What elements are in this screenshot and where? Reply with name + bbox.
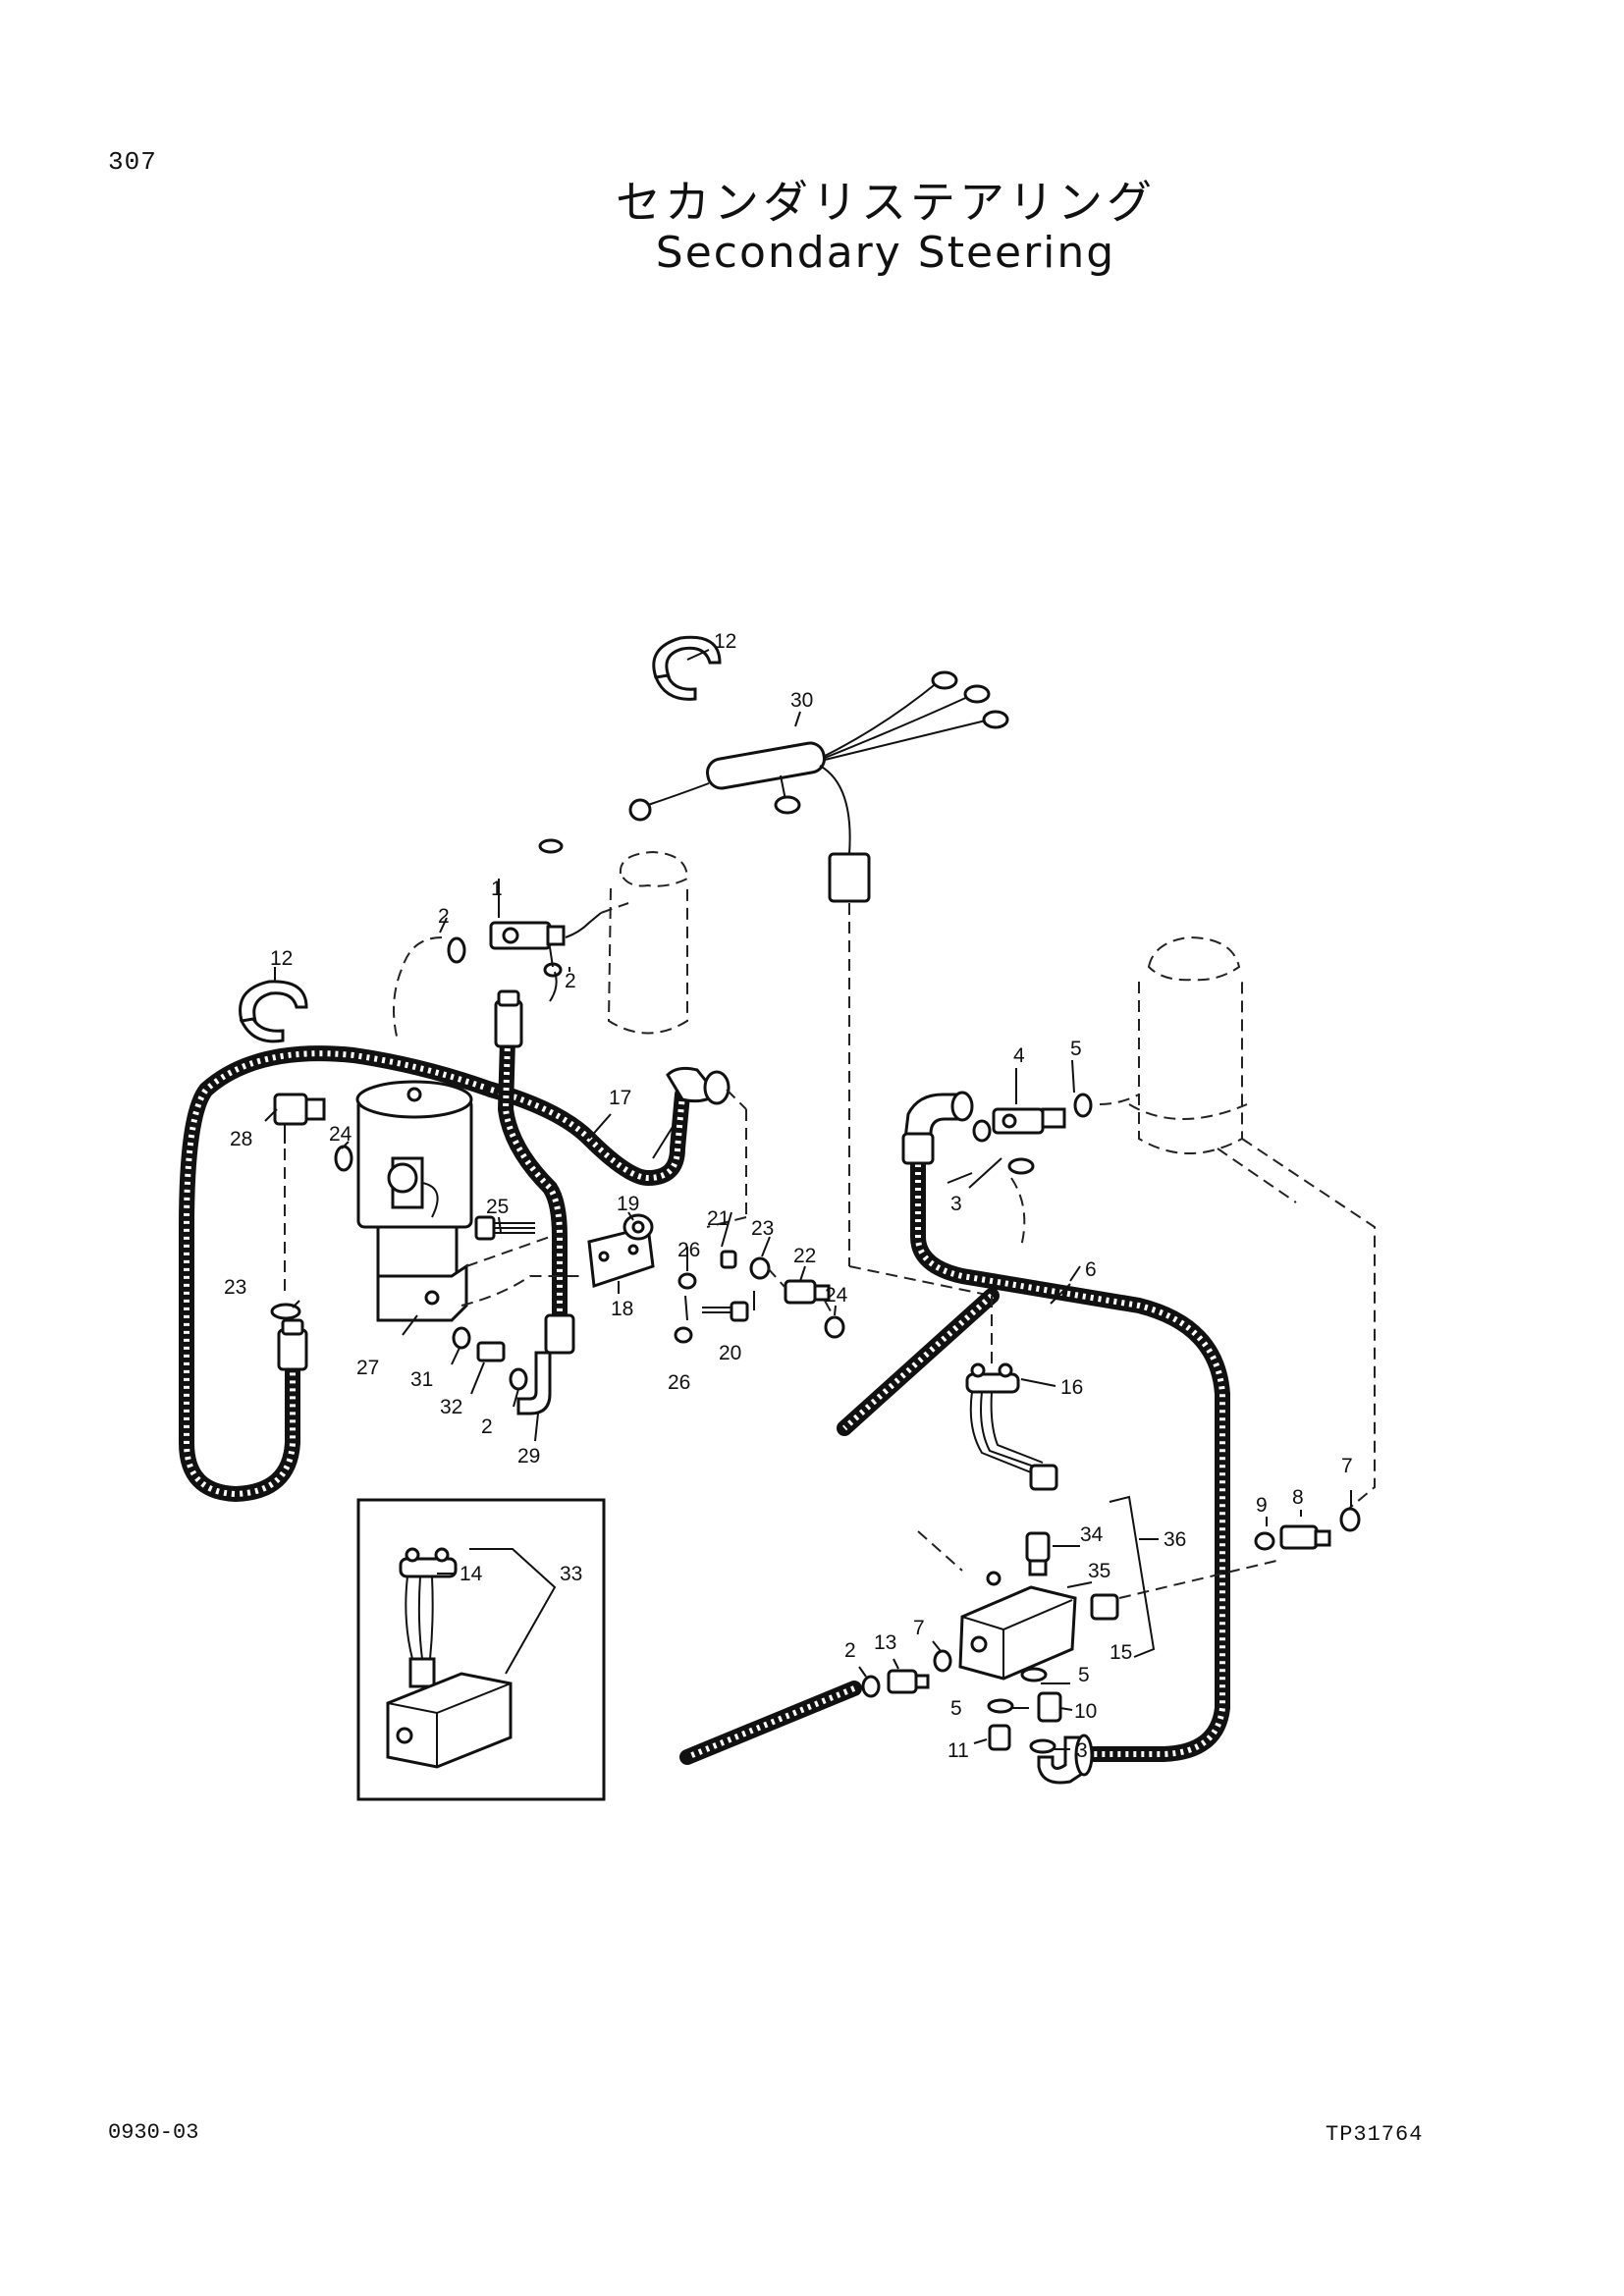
inset-box <box>356 1498 606 1801</box>
inset-solenoid-assembly <box>386 1547 513 1769</box>
callout-13: 13 <box>874 1631 896 1654</box>
callout-5: 5 <box>1078 1664 1090 1686</box>
fitting-part-32 <box>476 1341 506 1362</box>
callout-2: 2 <box>565 970 576 992</box>
callout-27: 27 <box>356 1357 379 1379</box>
figure-reference-code: TP31764 <box>1326 2122 1424 2147</box>
callout-23: 23 <box>751 1217 774 1240</box>
callout-3: 3 <box>950 1193 962 1215</box>
callout-8: 8 <box>1292 1486 1304 1509</box>
callout-1: 1 <box>491 878 503 900</box>
callout-9: 9 <box>1256 1494 1268 1517</box>
callout-labels: 12 30 1 2 2 12 17 28 24 25 19 21 23 22 2… <box>224 630 1353 1762</box>
callout-26: 26 <box>677 1239 700 1261</box>
callout-4: 4 <box>1013 1044 1025 1067</box>
callout-25: 25 <box>486 1196 509 1218</box>
callout-12: 12 <box>270 947 293 970</box>
bolt-part-25 <box>474 1215 535 1241</box>
callout-3: 3 <box>1076 1739 1088 1762</box>
fitting-part-13 <box>887 1669 930 1694</box>
callout-2: 2 <box>481 1415 493 1438</box>
callout-5: 5 <box>950 1697 962 1720</box>
callout-24: 24 <box>329 1123 352 1146</box>
callout-30: 30 <box>790 689 813 712</box>
callout-19: 19 <box>617 1193 639 1215</box>
callout-17: 17 <box>609 1087 631 1109</box>
callout-24: 24 <box>825 1284 848 1307</box>
callout-14: 14 <box>460 1563 483 1585</box>
valve-block-part-35 <box>958 1571 1077 1681</box>
callout-20: 20 <box>719 1342 741 1364</box>
callout-35: 35 <box>1088 1560 1110 1582</box>
pump-motor-part <box>355 1080 473 1322</box>
callout-2: 2 <box>844 1639 856 1662</box>
clamp-part-left <box>239 980 308 1043</box>
switch-part-28 <box>273 1093 326 1144</box>
harness-connector-part-16 <box>965 1362 1058 1491</box>
callout-21: 21 <box>707 1207 730 1230</box>
callout-32: 32 <box>440 1396 462 1418</box>
callout-7: 7 <box>913 1617 925 1639</box>
callout-36: 36 <box>1164 1528 1186 1551</box>
callout-22: 22 <box>793 1245 816 1267</box>
callout-34: 34 <box>1080 1523 1104 1546</box>
callout-5: 5 <box>1070 1038 1082 1060</box>
callout-29: 29 <box>517 1445 540 1468</box>
callout-15: 15 <box>1110 1641 1132 1664</box>
callout-2: 2 <box>438 905 450 928</box>
clamp-part-top <box>652 635 722 701</box>
hatched-hose-bottom <box>679 1681 862 1765</box>
wiring-harness-part <box>628 670 1009 903</box>
plate-part-18 <box>587 1225 655 1289</box>
fitting-part-22 <box>784 1279 831 1305</box>
callout-12: 12 <box>714 630 736 653</box>
callout-16: 16 <box>1060 1376 1083 1399</box>
callout-7: 7 <box>1341 1455 1353 1477</box>
leader-lines <box>264 1108 1352 1750</box>
fitting-part-8 <box>1279 1524 1331 1550</box>
callout-33: 33 <box>560 1563 582 1585</box>
page-number: 307 <box>108 147 157 177</box>
callout-28: 28 <box>230 1128 252 1150</box>
filter-outline <box>600 850 689 1035</box>
bolt-part-20 <box>702 1301 749 1322</box>
page-title-english: Secondary Steering <box>655 228 1116 278</box>
hatched-hose-diagonal <box>837 1288 1000 1436</box>
vertical-hose <box>497 1033 568 1323</box>
callout-10: 10 <box>1074 1700 1097 1723</box>
callout-11: 11 <box>947 1739 969 1762</box>
right-filter-outline <box>1128 935 1248 1154</box>
callout-23: 23 <box>224 1276 246 1299</box>
callout-6: 6 <box>1085 1258 1097 1281</box>
tee-fitting-part-4 <box>992 1107 1066 1135</box>
callout-31: 31 <box>410 1368 433 1391</box>
document-code: 0930-03 <box>108 2120 199 2145</box>
fitting-part-34 <box>1025 1531 1051 1576</box>
page-title-japanese: セカンダリステアリング <box>616 176 1156 229</box>
tee-fitting-part <box>489 921 566 950</box>
callout-18: 18 <box>611 1298 633 1320</box>
callout-26: 26 <box>668 1371 690 1394</box>
